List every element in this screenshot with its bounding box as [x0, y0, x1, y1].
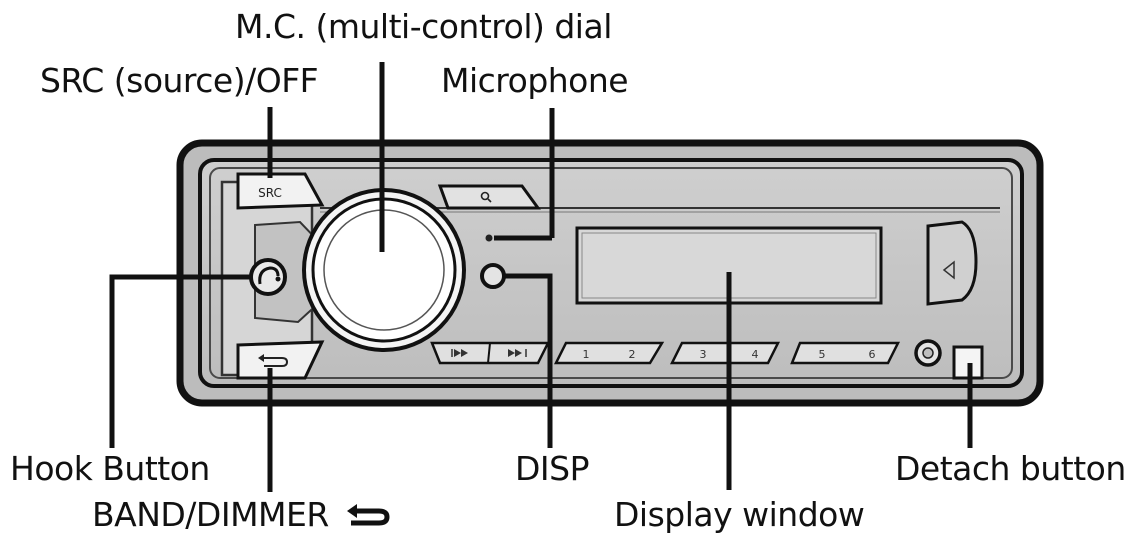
- hook-button-label: Hook Button: [10, 449, 210, 488]
- preset-5-label: 5: [819, 348, 826, 361]
- preset-4-label: 4: [752, 348, 759, 361]
- mc-dial-label: M.C. (multi-control) dial: [235, 7, 612, 46]
- preset-1-label: 1: [583, 348, 590, 361]
- band-dimmer-button[interactable]: [236, 340, 325, 380]
- aux-input-jack: [914, 339, 942, 367]
- preset-button-3-4[interactable]: 3 4: [669, 341, 781, 365]
- detach-button-label: Detach button: [895, 449, 1126, 488]
- display-window-label: Display window: [614, 495, 865, 534]
- src-off-label: SRC (source)/OFF: [40, 61, 319, 100]
- track-buttons[interactable]: [430, 341, 551, 365]
- microphone-label: Microphone: [441, 61, 629, 100]
- eject-triangle-icon: [942, 260, 955, 280]
- preset-6-label: 6: [869, 348, 876, 361]
- skip-previous-icon: [451, 349, 468, 357]
- preset-button-5-6[interactable]: 5 6: [790, 341, 901, 365]
- leader-disp: [504, 273, 553, 448]
- preset-3-label: 3: [700, 348, 707, 361]
- preset-button-1-2[interactable]: 1 2: [553, 341, 665, 365]
- eject-area: [926, 220, 978, 306]
- hook-button[interactable]: [249, 258, 287, 296]
- src-button-text: SRC: [258, 186, 282, 200]
- return-arrow-icon: [258, 354, 289, 367]
- band-dimmer-label: BAND/DIMMER: [92, 498, 391, 531]
- search-icon: [480, 191, 492, 203]
- src-button[interactable]: SRC: [236, 172, 325, 210]
- disp-label: DISP: [515, 449, 590, 488]
- leader-lines: [109, 62, 973, 492]
- preset-2-label: 2: [629, 348, 636, 361]
- leader-hook: [109, 274, 252, 448]
- disp-button[interactable]: [480, 263, 506, 289]
- phone-hook-icon: [258, 266, 281, 285]
- microphone-hole: [485, 234, 493, 242]
- return-arrow-icon: [347, 503, 390, 525]
- skip-next-icon: [508, 349, 527, 357]
- search-button[interactable]: [437, 184, 541, 210]
